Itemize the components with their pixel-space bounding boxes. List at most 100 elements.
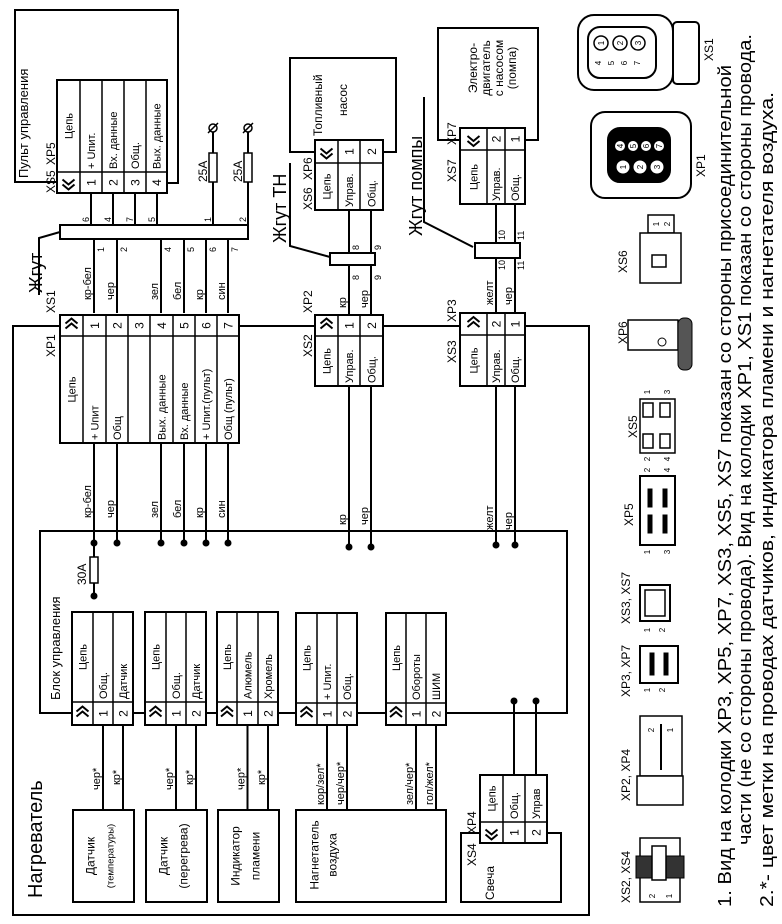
connector-view-pin: 4 [616,143,625,148]
wire-color-label: зел [149,283,161,300]
connector-xp3-shape [639,645,679,684]
control-unit-box [39,530,568,714]
wire-color-label: чер [359,507,371,525]
wire-number-label: 8 [351,245,361,250]
pin-name: Обороты [411,654,423,700]
wire-color-label: чер [105,282,117,300]
connector-view-label: XS5 [626,415,640,438]
heater-frame [12,325,590,916]
wire-marker-label: гол/жел* [424,761,436,805]
pin-name: Общ. [367,180,379,207]
wire-color-label: желт [484,280,496,305]
connector-view-pin: 1 [652,221,661,226]
pin-name: Вх. данные [179,382,191,440]
wire-number-label: 6 [208,247,218,252]
pin-circle-icon [654,141,664,151]
pin-name: Управ [531,788,543,819]
connector-chevron-icon [319,317,334,330]
pin-name: Общ. [130,142,142,169]
terminal-icon [242,122,254,134]
connector-view-pin: 2 [648,893,657,898]
sensor-title: Датчик [83,836,97,875]
pin-name: Вых. данные [152,103,164,169]
pin-number: 3 [132,322,146,329]
wire-color-label: бел [172,500,184,518]
pin-circle-icon [615,141,625,151]
wire-marker-label: кр* [184,769,196,785]
connector-xp6-shape [657,337,667,347]
pin-slot-icon [647,488,653,508]
connector-view-label: XS1 [702,38,716,61]
pin-number: 1 [169,710,183,717]
pin-number: 2 [261,710,275,717]
pin-slot-icon [642,402,654,418]
circuit-header: Цепь [77,644,89,670]
connector-chevron-icon [299,705,314,718]
connector-view-pin: 7 [633,60,642,65]
connector-view-pin: 2 [658,627,667,632]
connector-view-pin: 6 [642,143,651,148]
connector-view-pin: 3 [663,389,672,394]
connector-view-label: XS3, XS7 [619,572,633,624]
circuit-header: Цепь [222,644,234,670]
blower-box [295,809,447,903]
wire-number-label: 7 [125,217,135,222]
wire-number-label: 4 [163,247,173,252]
connector-view-pin: 1 [643,687,652,692]
wire-marker-label: кр* [111,769,123,785]
pin-number: 1 [409,710,423,717]
pump-motor-title: (помпа) [505,47,519,90]
pin-circle-icon [641,141,651,151]
wire-marker-label: кр* [256,769,268,785]
connector-view-pin: 1 [643,549,652,554]
sensor-box [72,809,135,903]
pin-name: + Uпит [90,405,102,440]
wire-color-label: бел [172,282,184,300]
junction-dot [367,543,375,551]
note-line: части (не со стороны провода). Вид на ко… [735,34,755,845]
wire-marker-label: чер* [91,767,103,790]
pin-name: Управ. [344,173,356,207]
pin-number: 3 [128,179,142,186]
harness-pump-pointer [423,97,474,248]
fuel-pump-title: насос [336,84,350,116]
pin-name: Управ. [491,167,503,201]
connector-view-pin: 2 [636,164,645,169]
wire-color-label: син [216,500,228,518]
pin-slot-icon [642,433,654,449]
pin-number: 1 [84,179,98,186]
connector-view-pin: 4 [663,456,672,461]
sensor-box [217,809,280,903]
pin-number: 2 [529,829,543,836]
connector-view-pin: 5 [629,143,638,148]
pin-slot-icon [663,652,669,676]
pin-circle-icon [649,159,665,175]
wire-number-label: 2 [119,247,129,252]
connector-xs2-shape [651,845,667,881]
wire-color-label: кр [337,297,349,308]
harness-th-label: Жгут ТН [270,174,290,243]
connector-chevron-icon [466,135,481,148]
pin-name: Вх. данные [108,111,120,169]
pin-number: 1 [320,710,334,717]
connector-view-pin: 1 [666,727,675,732]
wire-number-label: 10 [497,260,507,270]
socket-label: XS5 [44,170,58,193]
connector-xp5-shape [639,475,676,546]
wire-number-label: 9 [373,245,383,250]
sensor-title: Датчик [156,836,170,875]
sensor-title: Индикатор [228,826,242,886]
connector-xs1-shape [587,26,657,79]
harness-pump-bar [474,242,521,259]
circuit-header: Цепь [468,347,480,373]
junction-dot [532,697,540,705]
pin-slot-icon [662,488,668,508]
pin-name: Общ. [98,672,110,699]
pin-circle-icon [630,35,646,51]
pin-number: 2 [106,179,120,186]
junction-dot [224,539,232,547]
pin-number: 2 [116,710,130,717]
connector-view-label: XP2, XP4 [619,749,633,801]
pin-number: 1 [96,710,110,717]
wire-number-label: 7 [230,247,240,252]
